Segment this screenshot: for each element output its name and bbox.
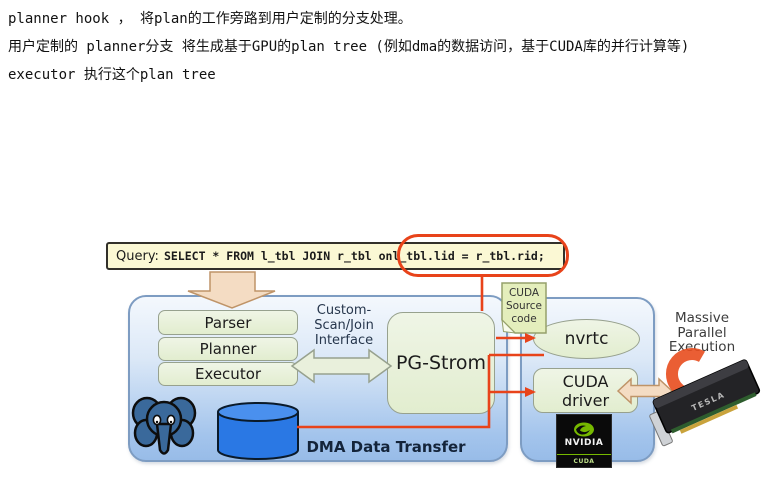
- nvidia-cuda-badge: NVIDIA CUDA: [556, 414, 612, 468]
- gpu-card-icon: TESLA: [649, 359, 761, 447]
- nvidia-badge-top: NVIDIA: [557, 415, 611, 454]
- nvidia-eye-icon: [574, 422, 594, 436]
- nvidia-wordmark: NVIDIA: [564, 437, 604, 448]
- parser-label: Parser: [204, 313, 252, 332]
- iface-line-3: Interface: [314, 333, 374, 348]
- note-line-3: code: [511, 313, 537, 325]
- massive-line-1: Massive: [674, 310, 730, 326]
- query-label: Query:: [116, 248, 159, 264]
- intro-line-1: planner hook ， 将plan的工作旁路到用户定制的分支处理。: [8, 11, 412, 27]
- nvrtc-ellipse: nvrtc: [533, 319, 640, 359]
- iface-line-1: Custom-: [316, 303, 372, 318]
- iface-line-2: Scan/Join: [314, 318, 374, 333]
- executor-box: Executor: [158, 362, 298, 386]
- massive-line-3: Execution: [668, 339, 736, 355]
- cuda-driver-label-2: driver: [561, 390, 610, 410]
- intro-line-2: 用户定制的 planner分支 将生成基于GPU的plan tree (例如dm…: [8, 39, 690, 55]
- executor-label: Executor: [194, 365, 262, 383]
- massive-parallel-execution-label: Massive Parallel Execution: [657, 311, 747, 355]
- cuda-driver-label-1: CUDA: [562, 371, 609, 391]
- custom-scan-join-interface-label: Custom- Scan/Join Interface: [296, 303, 392, 348]
- planner-box: Planner: [158, 337, 298, 361]
- query-sql-condition: l_tbl.lid = r_tbl.rid;: [392, 249, 545, 263]
- pg-strom-label: PG-Strom: [395, 352, 487, 374]
- query-box: Query: SELECT * FROM l_tbl JOIN r_tbl on…: [106, 242, 565, 270]
- pg-strom-box: PG-Strom: [387, 312, 495, 414]
- red-c-arrow-icon: [666, 348, 705, 400]
- tesla-label: TESLA: [690, 390, 726, 413]
- cuda-badge-bar: CUDA: [557, 454, 611, 467]
- note-line-2: Source: [505, 300, 543, 312]
- cuda-driver-box: CUDA driver: [533, 368, 638, 413]
- query-sql-main: SELECT * FROM l_tbl JOIN r_tbl on: [163, 249, 393, 263]
- note-line-1: CUDA: [508, 287, 540, 299]
- dma-data-transfer-label: DMA Data Transfer: [306, 438, 466, 456]
- parser-box: Parser: [158, 310, 298, 335]
- planner-label: Planner: [199, 340, 257, 358]
- cuda-badge-label: CUDA: [573, 457, 595, 465]
- nvrtc-label: nvrtc: [564, 329, 609, 349]
- intro-text: planner hook ， 将plan的工作旁路到用户定制的分支处理。 用户定…: [8, 5, 768, 89]
- intro-line-3: executor 执行这个plan tree: [8, 67, 216, 83]
- cuda-source-note-text: CUDA Source code: [502, 287, 546, 326]
- massive-line-2: Parallel: [677, 324, 727, 341]
